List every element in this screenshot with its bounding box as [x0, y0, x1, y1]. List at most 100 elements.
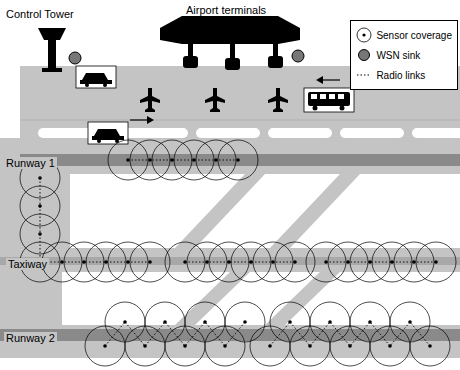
sensor-coverage [290, 326, 330, 366]
radio-link [128, 160, 238, 161]
sensor-node [268, 344, 272, 348]
sensor-coverage [350, 302, 390, 342]
sensor-node [368, 260, 372, 264]
sensor-node [428, 344, 432, 348]
terminal-label: Airport terminals [184, 4, 268, 16]
sensor-coverage [105, 302, 145, 342]
sensor-node [192, 158, 196, 162]
sensor-coverage [125, 326, 165, 366]
sensor-node [348, 344, 352, 348]
sensor-coverage [270, 302, 310, 342]
legend-text: Radio links [376, 70, 425, 81]
sensor-node [126, 158, 130, 162]
sensor-coverage [310, 302, 350, 342]
label-holder: Control Tower [4, 4, 76, 22]
label-holder: Airport terminals [184, 0, 268, 18]
legend-text: WSN sink [376, 50, 420, 61]
sensor-node [408, 320, 412, 324]
sensor-coverage [64, 242, 104, 282]
legend-swatch [356, 67, 372, 83]
sensor-node [434, 260, 438, 264]
sensor-node [214, 158, 218, 162]
sensor-node [82, 260, 86, 264]
sensor-coverage [165, 326, 205, 366]
legend-swatch [356, 47, 372, 63]
sensor-node [308, 344, 312, 348]
sensor-coverage [145, 302, 185, 342]
sensor-node [324, 260, 328, 264]
sensor-node [38, 204, 42, 208]
label-holder: Runway 2 [4, 328, 57, 346]
sensor-coverage [330, 326, 370, 366]
wsn-sink [69, 52, 81, 64]
sensor-coverage [225, 302, 265, 342]
sensor-node [288, 320, 292, 324]
sensor-node [170, 158, 174, 162]
sensor-node [203, 320, 207, 324]
sensor-coverage [185, 302, 225, 342]
sensor-node [412, 260, 416, 264]
sensor-node [148, 158, 152, 162]
sensor-node [38, 232, 42, 236]
legend-swatch [356, 27, 372, 43]
sensor-node [243, 320, 247, 324]
sensor-node [249, 260, 253, 264]
label-holder: Runway 1 [4, 153, 57, 171]
sensor-node [390, 260, 394, 264]
sensor-node [104, 260, 108, 264]
radio-link [270, 322, 430, 346]
airplane-icons [140, 88, 288, 112]
terminal-building [160, 16, 300, 70]
sensor-coverage [85, 326, 125, 366]
sensor-coverage [231, 242, 271, 282]
sensor-node [328, 320, 332, 324]
sensor-coverage [209, 242, 249, 282]
sensor-coverage [86, 242, 126, 282]
sensor-node [346, 260, 350, 264]
sensor-node [126, 260, 130, 264]
sensor-network [20, 140, 456, 366]
radio-link [105, 322, 245, 346]
sensor-coverage [174, 140, 214, 180]
radio-link [185, 262, 295, 263]
control-tower [38, 28, 66, 72]
sensor-node [388, 344, 392, 348]
legend-row: Radio links [356, 65, 452, 85]
legend-box: Sensor coverageWSN sinkRadio links [350, 20, 458, 90]
sensor-node [227, 260, 231, 264]
sensor-coverage [372, 242, 412, 282]
sensor-node [236, 158, 240, 162]
sensor-coverage [370, 326, 410, 366]
runway-label: Runway 2 [4, 332, 57, 344]
tower-label: Control Tower [4, 8, 76, 20]
sensor-node [223, 344, 227, 348]
sensor-node [60, 260, 64, 264]
sensor-node [148, 260, 152, 264]
radio-link [326, 262, 436, 263]
sensor-node [123, 320, 127, 324]
sensor-node [368, 320, 372, 324]
taxiway [0, 257, 460, 265]
label-holder: Taxiway [6, 254, 49, 272]
legend-row: Sensor coverage [356, 25, 452, 45]
sensor-coverage [390, 302, 430, 342]
sensor-coverage [205, 326, 245, 366]
sensor-node [205, 260, 209, 264]
sensor-node [143, 344, 147, 348]
sensor-coverage [410, 326, 450, 366]
direction-arrow [130, 76, 340, 124]
airfield [0, 138, 460, 358]
sensor-coverage [250, 326, 290, 366]
sensor-coverage [350, 242, 390, 282]
sensor-node [163, 320, 167, 324]
runway-label: Runway 1 [4, 157, 57, 169]
legend-text: Sensor coverage [376, 30, 452, 41]
sensor-node [38, 176, 42, 180]
wsn-sink [292, 50, 304, 62]
apron [20, 66, 460, 138]
sensor-node [183, 344, 187, 348]
runway [20, 154, 460, 166]
bus-icon [304, 88, 354, 112]
apron-lane [20, 120, 460, 121]
sensor-node [293, 260, 297, 264]
